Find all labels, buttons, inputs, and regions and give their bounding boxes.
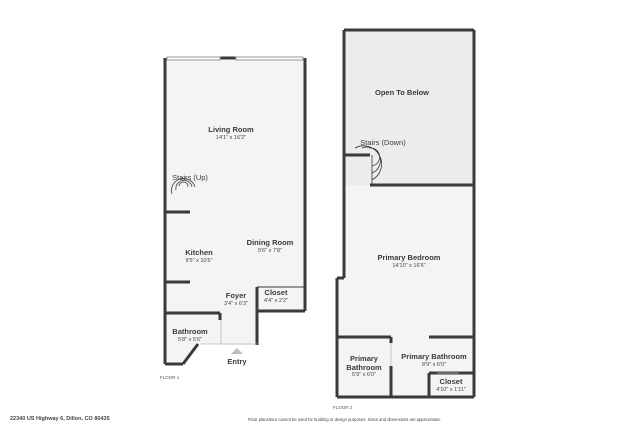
room-name: Primary Bedroom [377, 253, 441, 262]
room-dining-room: Dining Room 5'6" x 7'8" [246, 238, 294, 254]
stairs-down-icon [354, 145, 383, 185]
floor-2-area [337, 185, 474, 397]
room-name: Primary Bathroom [401, 352, 467, 361]
room-primary-bedroom: Primary Bedroom 14'10" x 16'6" [377, 253, 441, 269]
room-dimensions: 5'6" x 7'8" [257, 247, 283, 254]
room-stairs-down: Stairs (Down) [360, 138, 406, 148]
room-dimensions: 14'10" x 16'6" [392, 262, 426, 269]
room-name: Stairs (Up) [172, 173, 208, 182]
entry-arrow-icon [231, 348, 243, 354]
room-primary-bathroom-2: Primary Bathroom 8'9" x 6'0" [401, 352, 467, 368]
room-dimensions: 3'4" x 6'3" [223, 300, 249, 307]
room-dimensions: 4'10" x 1'11" [436, 386, 466, 393]
room-name: Kitchen [185, 248, 213, 257]
room-name: Stairs (Down) [360, 138, 406, 147]
room-open-to-below: Open To Below [374, 88, 430, 98]
room-name: Dining Room [246, 238, 294, 247]
entry-label: Entry [227, 357, 247, 367]
floor-2-walls [335, 28, 476, 399]
floor-1-door-lines [200, 320, 257, 345]
room-foyer: Foyer 3'4" x 6'3" [223, 291, 249, 307]
floor-1-windows [166, 56, 304, 61]
room-bathroom: Bathroom 5'8" x 5'6" [172, 327, 208, 343]
open-to-below-area [344, 30, 474, 185]
room-dimensions: 5'8" x 5'6" [177, 336, 203, 343]
room-dimensions: 8'9" x 6'0" [421, 361, 447, 368]
room-name: Primary Bathroom [346, 354, 382, 372]
room-dimensions: 5'9" x 6'0" [351, 372, 377, 379]
room-closet: Closet 4'4" x 2'2" [263, 288, 289, 304]
floor-2-door-lines [390, 343, 459, 374]
address: 22340 US Highway 6, Dillon, CO 80435 [10, 416, 110, 422]
room-primary-bathroom-1: Primary Bathroom 5'9" x 6'0" [344, 354, 384, 379]
room-name: Closet [264, 288, 288, 297]
room-kitchen: Kitchen 9'5" x 10'6" [185, 248, 213, 264]
room-dimensions: 14'1" x 16'2" [215, 134, 247, 141]
room-name: Living Room [208, 125, 254, 134]
room-name: Open To Below [374, 88, 430, 97]
room-name: Foyer [225, 291, 247, 300]
floor-1-label: FLOOR 1 [160, 375, 180, 380]
room-living-room: Living Room 14'1" x 16'2" [208, 125, 254, 141]
room-name: Closet [439, 377, 463, 386]
room-dimensions: 9'5" x 10'6" [185, 257, 213, 264]
room-stairs-up: Stairs (Up) [172, 173, 208, 183]
room-closet-2: Closet 4'10" x 1'11" [436, 377, 466, 393]
floor-2-label: FLOOR 2 [333, 405, 353, 410]
disclaimer: Floor plans/tour cannot be used for buil… [248, 417, 441, 422]
room-name: Entry [227, 357, 247, 366]
room-name: Bathroom [172, 327, 208, 336]
room-dimensions: 4'4" x 2'2" [263, 297, 289, 304]
stairs-up-icon [171, 178, 196, 195]
floor-1-walls [163, 56, 307, 366]
